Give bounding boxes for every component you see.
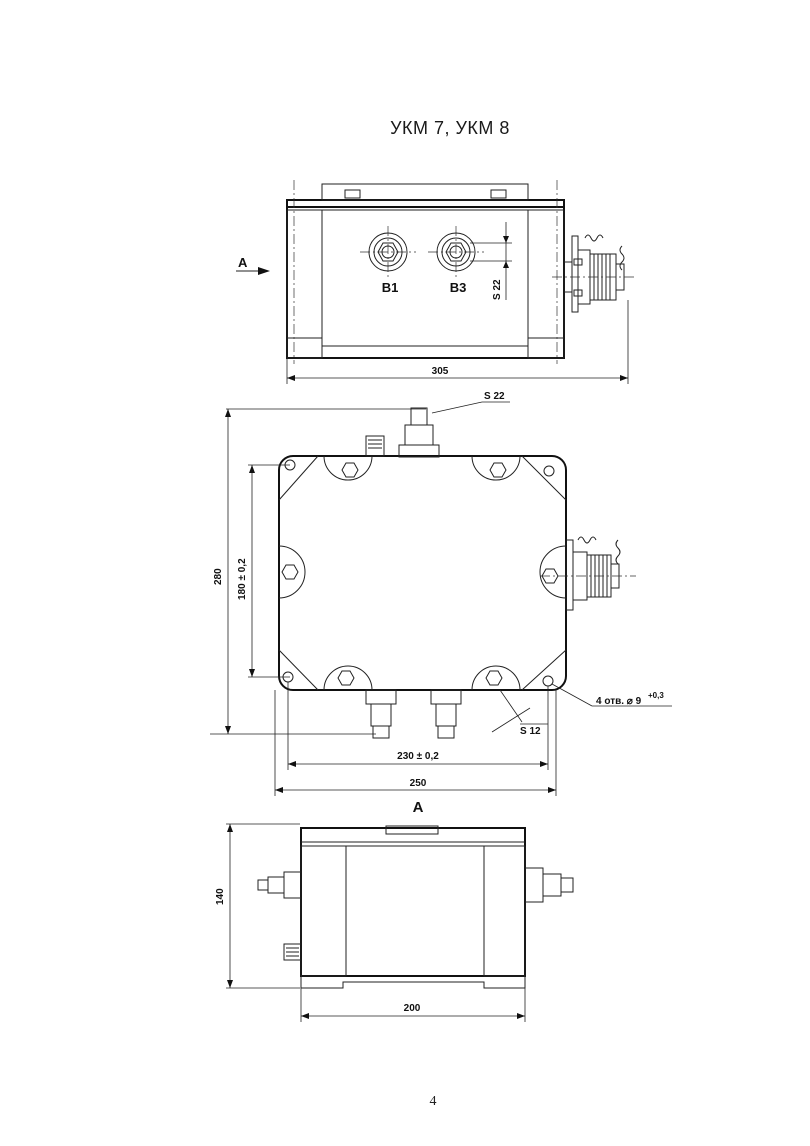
view-arrow-label: А: [238, 255, 248, 270]
plan-wrench-bottom: S 12: [520, 726, 541, 737]
right-foot: [527, 209, 565, 359]
port-b3-label: B3: [450, 280, 467, 295]
side-left-fittings: [257, 871, 302, 961]
top-wrench-size: S 22: [492, 279, 503, 300]
side-view-label: А: [413, 799, 424, 816]
connector-plan-view: [540, 536, 636, 611]
mount-hole: [543, 465, 555, 477]
top-fitting: [365, 407, 440, 458]
width-mount-label: 230 ± 0,2: [397, 751, 439, 762]
top-width-label: 305: [432, 366, 449, 377]
top-view: B1 B3 S 22 А: [236, 180, 636, 384]
page-number: 4: [429, 1094, 437, 1109]
side-view: А: [215, 799, 574, 1022]
plan-body: [278, 455, 567, 691]
holes-tolerance: +0,3: [648, 691, 664, 700]
plan-view: S 22 S 12: [210, 391, 672, 796]
plan-wrench-top: S 22: [484, 391, 505, 402]
height-mount-label: 180 ± 0,2: [237, 558, 248, 600]
connector-top-view: [552, 234, 636, 313]
port-b1: [368, 232, 408, 272]
left-foot: [286, 209, 323, 359]
top-rail: [321, 183, 529, 201]
side-left-foot: [300, 845, 347, 977]
side-view-body: [300, 827, 526, 977]
view-arrow-icon: [258, 267, 270, 275]
port-b3: [436, 232, 476, 272]
port-b1-label: B1: [382, 280, 399, 295]
bottom-fittings: [365, 689, 462, 739]
page-title: УКМ 7, УКМ 8: [390, 118, 510, 138]
width-total-label: 250: [410, 778, 427, 789]
height-total-label: 280: [213, 568, 224, 585]
mount-hole: [542, 675, 554, 687]
side-right-fittings: [524, 867, 574, 903]
bolt-hex-group: [281, 462, 559, 686]
top-view-body: [286, 199, 565, 359]
side-width-label: 200: [404, 1003, 421, 1014]
side-height-label: 140: [215, 888, 226, 905]
side-right-foot: [483, 845, 526, 977]
holes-label: 4 отв. ⌀ 9: [596, 696, 642, 707]
